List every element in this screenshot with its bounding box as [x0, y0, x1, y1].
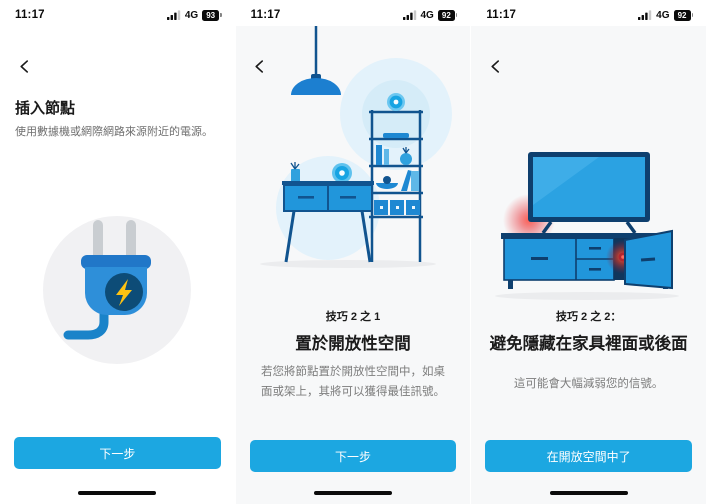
- back-button[interactable]: [483, 56, 507, 80]
- home-indicator[interactable]: [314, 490, 392, 495]
- tip-title: 避免隱藏在家具裡面或後面: [489, 335, 688, 353]
- back-button[interactable]: [248, 56, 272, 80]
- network-type-label: 4G: [184, 9, 199, 21]
- status-bar: 11:17 4G 92: [471, 0, 706, 26]
- tip-title: 置於開放性空間: [295, 335, 411, 353]
- status-bar: 11:17 4G 93: [0, 0, 235, 26]
- chevron-left-icon: [255, 60, 264, 73]
- status-time: 11:17: [250, 9, 281, 21]
- status-bar: 11:17 4G 92: [235, 0, 471, 26]
- confirm-open-space-button[interactable]: 在開放空間中了: [485, 440, 693, 472]
- tip-step-label: 技巧 2 之 1: [325, 311, 381, 323]
- power-plug-illustration: [43, 216, 191, 364]
- battery-icon: 92: [673, 9, 694, 21]
- signal-bars-icon: [402, 10, 416, 20]
- signal-bars-icon: [166, 10, 181, 20]
- status-time: 11:17: [15, 9, 45, 21]
- battery-percentage: 92: [673, 9, 691, 21]
- node-on-shelf-illustration: [259, 26, 452, 268]
- tip-body: 這可能會大幅減弱您的信號。: [513, 378, 664, 390]
- network-type-label: 4G: [656, 9, 670, 21]
- screen-tip-avoid-hiding: 11:17 4G 92: [471, 0, 706, 504]
- back-button[interactable]: [12, 56, 36, 80]
- status-right-cluster: 4G 92: [638, 9, 694, 21]
- node-hidden-in-tv-cabinet-illustration: [495, 152, 680, 300]
- battery-nub: [220, 13, 222, 17]
- battery-percentage: 92: [437, 9, 455, 21]
- next-button[interactable]: 下一步: [14, 437, 221, 469]
- home-indicator[interactable]: [78, 490, 157, 495]
- screen-plug-in-node: 11:17 4G 93 插入節點 使用數據機或網際網路來源: [0, 0, 235, 504]
- next-button[interactable]: 下一步: [249, 440, 457, 472]
- page-title: 插入節點: [15, 100, 76, 117]
- status-right-cluster: 4G 92: [402, 9, 458, 21]
- page-subtitle: 使用數據機或網際網路來源附近的電源。: [15, 126, 213, 138]
- status-right-cluster: 4G 93: [166, 9, 222, 21]
- home-indicator[interactable]: [549, 490, 628, 495]
- tip-body: 若您將節點置於開放性空間中，如桌面或架上，其將可以獲得最佳訊號。: [261, 366, 445, 399]
- battery-nub: [691, 13, 694, 17]
- battery-nub: [455, 13, 458, 17]
- screen-tip-open-space: 11:17 4G 92: [235, 0, 471, 504]
- status-time: 11:17: [486, 9, 517, 21]
- chevron-left-icon: [19, 60, 28, 73]
- network-type-label: 4G: [420, 9, 434, 21]
- tip-step-label: 技巧 2 之 2：: [555, 311, 622, 323]
- battery-percentage: 93: [202, 9, 220, 21]
- signal-bars-icon: [638, 10, 652, 20]
- battery-icon: 93: [202, 9, 222, 21]
- battery-icon: 92: [437, 9, 458, 21]
- chevron-left-icon: [491, 60, 499, 73]
